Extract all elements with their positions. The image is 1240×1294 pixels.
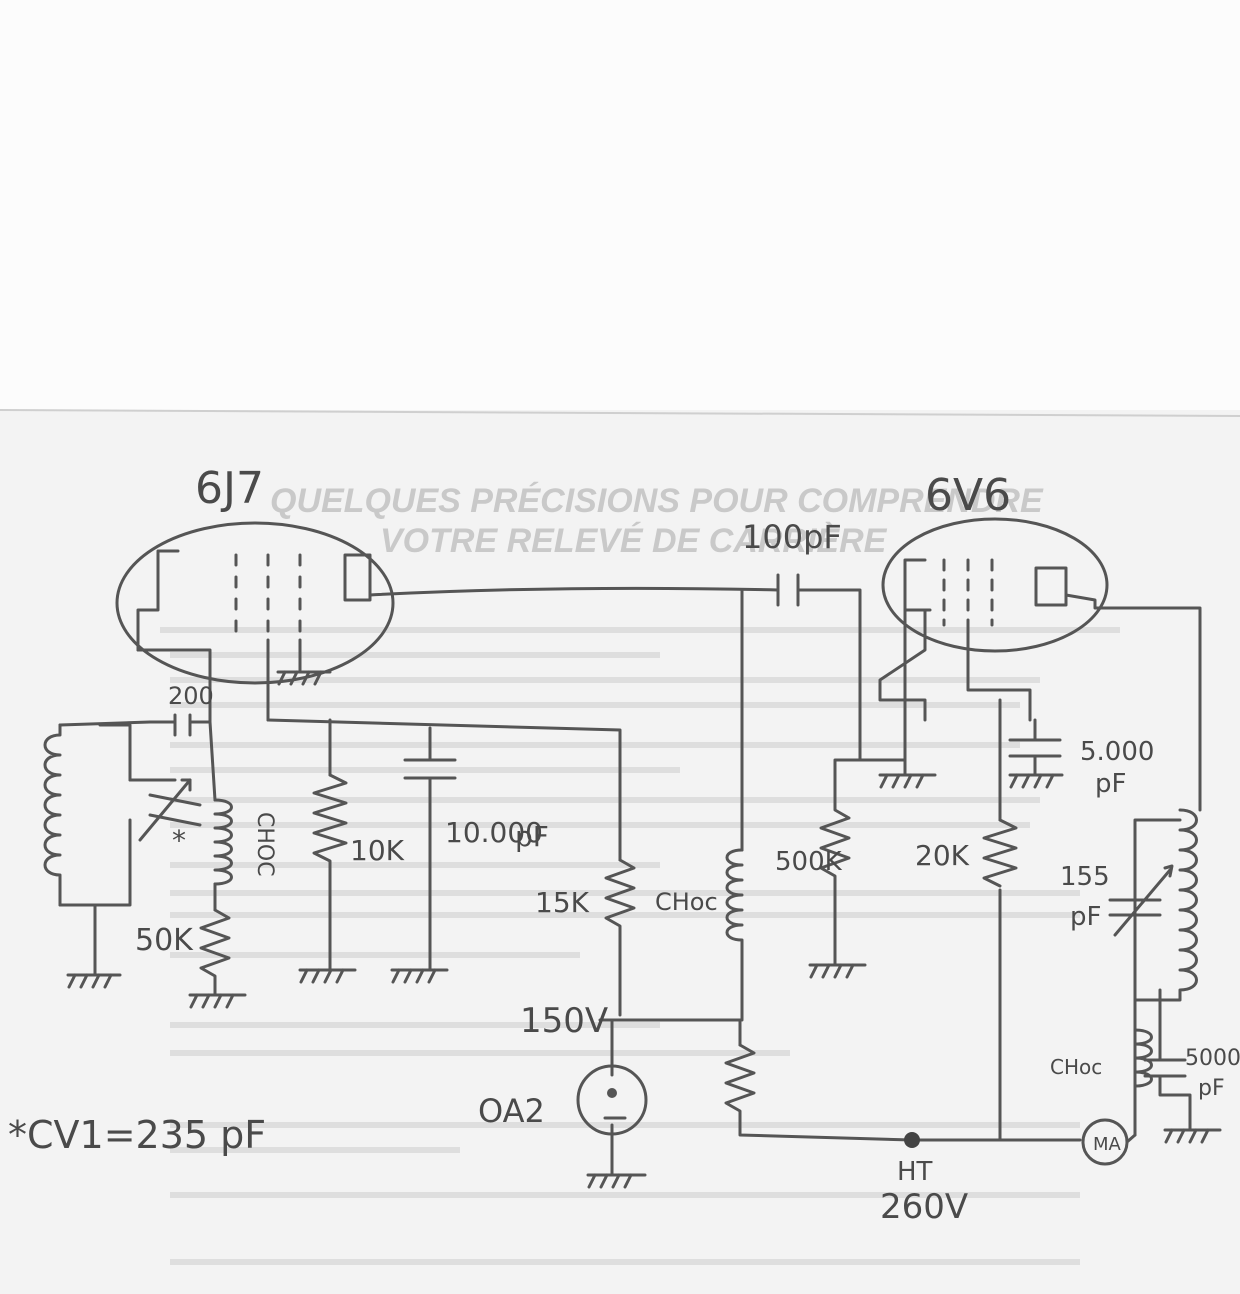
var-cap-155-label-2: pF: [1070, 902, 1101, 932]
cap-100pf: [776, 573, 800, 607]
tube-6v6: [881, 517, 1109, 653]
tank-coil-right: [1133, 808, 1198, 1002]
ground-symbols: [66, 670, 1222, 1189]
oa2-regulator: [576, 1064, 648, 1136]
bg-text-lines: [160, 627, 1120, 1265]
cv1-asterisk: *: [172, 824, 186, 857]
input-tank-coil: [43, 720, 152, 962]
grid-cap-200-label: 200: [168, 682, 214, 710]
tube-6j7: [115, 521, 395, 722]
oa2-label: OA2: [478, 1092, 545, 1130]
resistor-500k-label: 500K: [775, 847, 843, 877]
resistor-500k: [819, 758, 907, 962]
resistor-20k-label: 20K: [915, 839, 970, 872]
footnote-cv1: *CV1=235 pF: [8, 1113, 266, 1157]
tube-6v6-label: 6V6: [925, 470, 1011, 521]
choke-left-label: CHOC: [252, 812, 277, 877]
top-sheet: [0, 0, 1240, 410]
choke-mid-label: CHoc: [655, 888, 718, 916]
cap-100pf-label: 100pF: [742, 518, 842, 556]
meter-label: MA: [1093, 1134, 1122, 1155]
resistor-15k: [604, 858, 636, 937]
ht-label: HT: [897, 1157, 933, 1187]
ht-voltage-label: 260V: [880, 1187, 968, 1227]
cap-10000pf: [403, 758, 457, 962]
choke-left: [208, 720, 233, 912]
var-cap-155-label-1: 155: [1060, 862, 1110, 892]
sheet-edge: [0, 409, 1240, 417]
cap-5000pf-bottom-label-2: pF: [1198, 1076, 1225, 1101]
cap-5000pf-top-label-2: pF: [1095, 769, 1126, 799]
resistor-10k-label: 10K: [350, 834, 405, 867]
reg-voltage-label: 150V: [520, 1001, 608, 1041]
bg-heading-line1: QUELQUES PRÉCISIONS POUR COMPRENDRE: [270, 482, 1044, 520]
choke-right-label: CHoc: [1050, 1055, 1102, 1079]
resistor-50k: [199, 908, 231, 992]
variable-cap-155pf: [1108, 864, 1174, 937]
cap-10000pf-label-2: pF: [515, 820, 549, 853]
tube-6j7-label: 6J7: [195, 463, 264, 514]
cap-5000pf-top: [1008, 718, 1062, 777]
grid-cap-200: [136, 648, 212, 737]
ht-node: [904, 1132, 920, 1148]
resistor-50k-label: 50K: [135, 923, 194, 958]
resistor-dropping: [724, 1043, 756, 1117]
resistor-20k: [982, 818, 1018, 888]
resistor-10k: [312, 773, 348, 962]
cap-5000pf-top-label-1: 5.000: [1080, 737, 1154, 767]
choke-mid: [725, 848, 744, 1022]
variable-cap-cv1: [128, 778, 202, 842]
milliammeter: [1081, 1118, 1137, 1166]
cap-5000pf-bottom: [1143, 1028, 1192, 1122]
resistor-15k-label: 15K: [535, 886, 590, 919]
bg-heading-line2: VOTRE RELEVÉ DE CARRIÈRE: [380, 522, 888, 560]
choke-right: [1133, 1028, 1153, 1088]
cap-5000pf-bottom-label-1: 5000: [1185, 1046, 1240, 1071]
cap-10000pf-label-1: 10.000: [445, 816, 543, 849]
wires: [266, 586, 1202, 1177]
